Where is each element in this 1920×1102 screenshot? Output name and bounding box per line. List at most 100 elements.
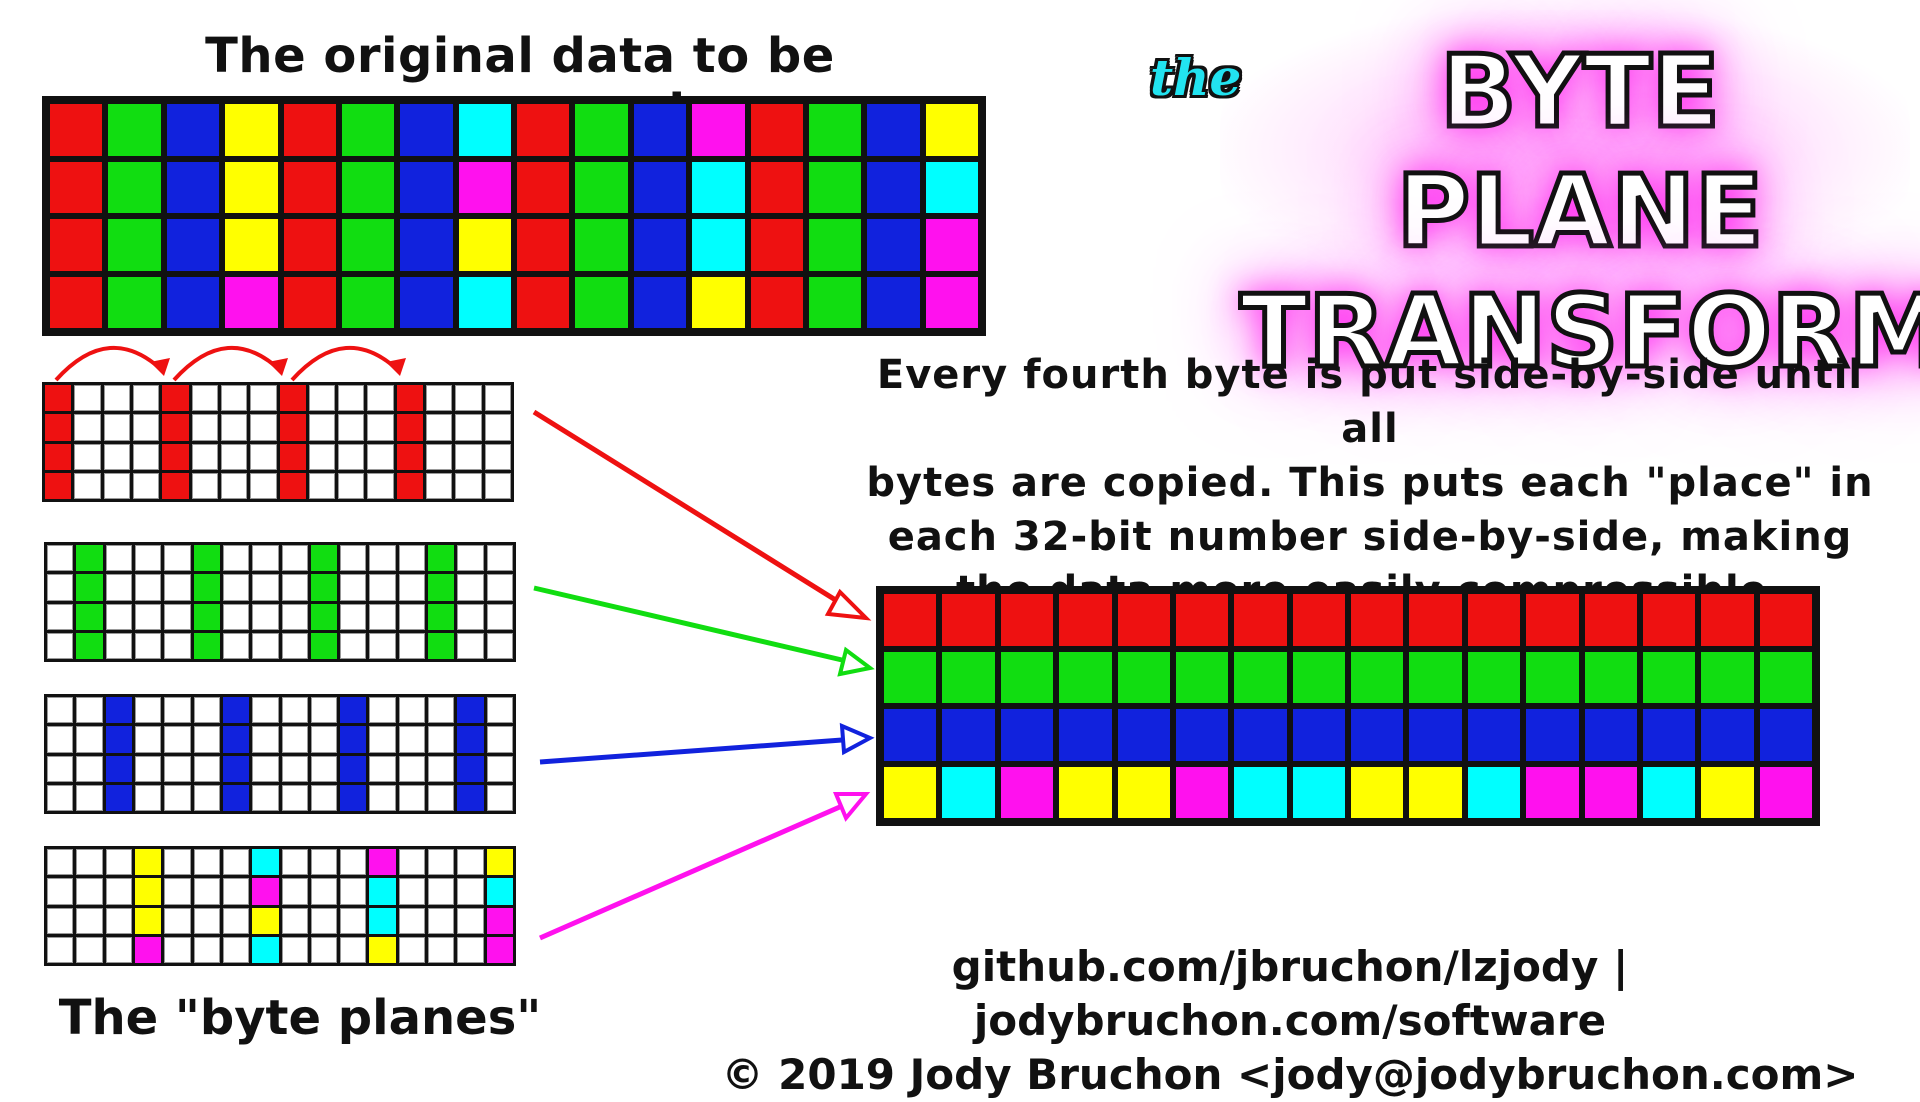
byte-cell bbox=[340, 726, 367, 753]
byte-cell bbox=[1234, 766, 1287, 818]
byte-cell bbox=[428, 849, 455, 876]
byte-cell bbox=[428, 726, 455, 753]
byte-cell bbox=[457, 878, 484, 905]
arrowhead-plane-1 bbox=[824, 588, 872, 621]
byte-cell bbox=[369, 545, 396, 572]
byte-cell bbox=[47, 755, 74, 782]
byte-cell bbox=[486, 726, 513, 753]
byte-cell bbox=[428, 878, 455, 905]
byte-cell bbox=[193, 574, 220, 601]
byte-cell bbox=[369, 784, 396, 811]
byte-cell bbox=[47, 726, 74, 753]
byte-cell bbox=[103, 472, 130, 499]
byte-cell bbox=[338, 443, 365, 470]
byte-cell bbox=[458, 276, 511, 328]
byte-cell bbox=[396, 472, 424, 499]
byte-cell bbox=[250, 385, 277, 412]
byte-cell bbox=[105, 603, 132, 630]
byte-cell bbox=[484, 472, 511, 499]
byte-cell bbox=[105, 936, 132, 963]
byte-cell bbox=[134, 574, 162, 601]
byte-cell bbox=[252, 632, 279, 659]
byte-cell bbox=[108, 161, 161, 213]
byte-cell bbox=[455, 414, 482, 441]
byte-cell bbox=[367, 472, 394, 499]
byte-cell bbox=[134, 784, 162, 811]
byte-cell bbox=[338, 472, 365, 499]
byte-cell bbox=[76, 632, 103, 659]
byte-cell bbox=[166, 219, 220, 271]
byte-cell bbox=[1409, 766, 1462, 818]
byte-cell bbox=[398, 878, 426, 905]
byte-cell bbox=[369, 755, 396, 782]
byte-cell bbox=[308, 385, 336, 412]
byte-cell bbox=[220, 472, 248, 499]
byte-cell bbox=[132, 472, 160, 499]
byte-cell bbox=[942, 766, 995, 818]
byte-cell bbox=[310, 603, 338, 630]
byte-cell bbox=[1584, 594, 1637, 646]
byte-cell bbox=[1351, 766, 1404, 818]
byte-cell bbox=[1642, 594, 1696, 646]
byte-cell bbox=[867, 219, 920, 271]
byte-cell bbox=[367, 443, 394, 470]
byte-cell bbox=[222, 907, 250, 934]
byte-cell bbox=[283, 276, 336, 328]
title-line-2: TRANSFORM bbox=[1238, 271, 1920, 393]
byte-cell bbox=[279, 443, 306, 470]
byte-cell bbox=[222, 697, 250, 724]
byte-cell bbox=[1759, 766, 1812, 818]
byte-cell bbox=[105, 849, 132, 876]
byte-cell bbox=[398, 907, 426, 934]
byte-cell bbox=[1584, 709, 1637, 761]
byte-cell bbox=[50, 161, 103, 213]
byte-cell bbox=[250, 414, 277, 441]
byte-cell bbox=[338, 385, 365, 412]
byte-cell bbox=[1059, 766, 1112, 818]
byte-cell bbox=[132, 385, 160, 412]
byte-cell bbox=[575, 219, 628, 271]
byte-cell bbox=[193, 784, 220, 811]
byte-cell bbox=[340, 936, 367, 963]
byte-cell bbox=[222, 545, 250, 572]
byte-cell bbox=[1175, 709, 1229, 761]
byte-cell bbox=[281, 726, 308, 753]
byte-cell bbox=[164, 936, 191, 963]
byte-cell bbox=[222, 936, 250, 963]
title-glow bbox=[1220, 10, 1910, 290]
byte-cell bbox=[1642, 766, 1696, 818]
title-line-1: BYTE PLANE bbox=[1394, 31, 1765, 273]
byte-cell bbox=[1175, 651, 1229, 703]
byte-cell bbox=[486, 755, 513, 782]
byte-cell bbox=[1642, 651, 1696, 703]
byte-cell bbox=[76, 574, 103, 601]
byte-cell bbox=[222, 784, 250, 811]
byte-cell bbox=[76, 726, 103, 753]
byte-cell bbox=[1117, 594, 1170, 646]
byte-cell bbox=[457, 603, 484, 630]
byte-cell bbox=[193, 755, 220, 782]
byte-cell bbox=[164, 755, 191, 782]
byte-cell bbox=[867, 161, 920, 213]
byte-cell bbox=[517, 104, 570, 156]
byte-cell bbox=[193, 936, 220, 963]
byte-cell bbox=[1234, 651, 1287, 703]
byte-cell bbox=[341, 219, 395, 271]
byte-cell bbox=[1117, 766, 1170, 818]
byte-cell bbox=[105, 878, 132, 905]
byte-cell bbox=[428, 545, 455, 572]
byte-cell bbox=[252, 755, 279, 782]
byte-cell bbox=[191, 414, 218, 441]
byte-cell bbox=[486, 697, 513, 724]
byte-cell bbox=[1059, 594, 1112, 646]
byte-cell bbox=[340, 784, 367, 811]
byte-cell bbox=[340, 849, 367, 876]
byte-cell bbox=[281, 907, 308, 934]
byte-cell bbox=[1000, 766, 1054, 818]
description-text: Every fourth byte is put side-by-side un… bbox=[850, 348, 1890, 618]
arrow-plane-3 bbox=[539, 737, 843, 765]
byte-cell bbox=[1059, 651, 1112, 703]
byte-cell bbox=[458, 219, 511, 271]
byte-cell bbox=[457, 849, 484, 876]
byte-cell bbox=[108, 219, 161, 271]
